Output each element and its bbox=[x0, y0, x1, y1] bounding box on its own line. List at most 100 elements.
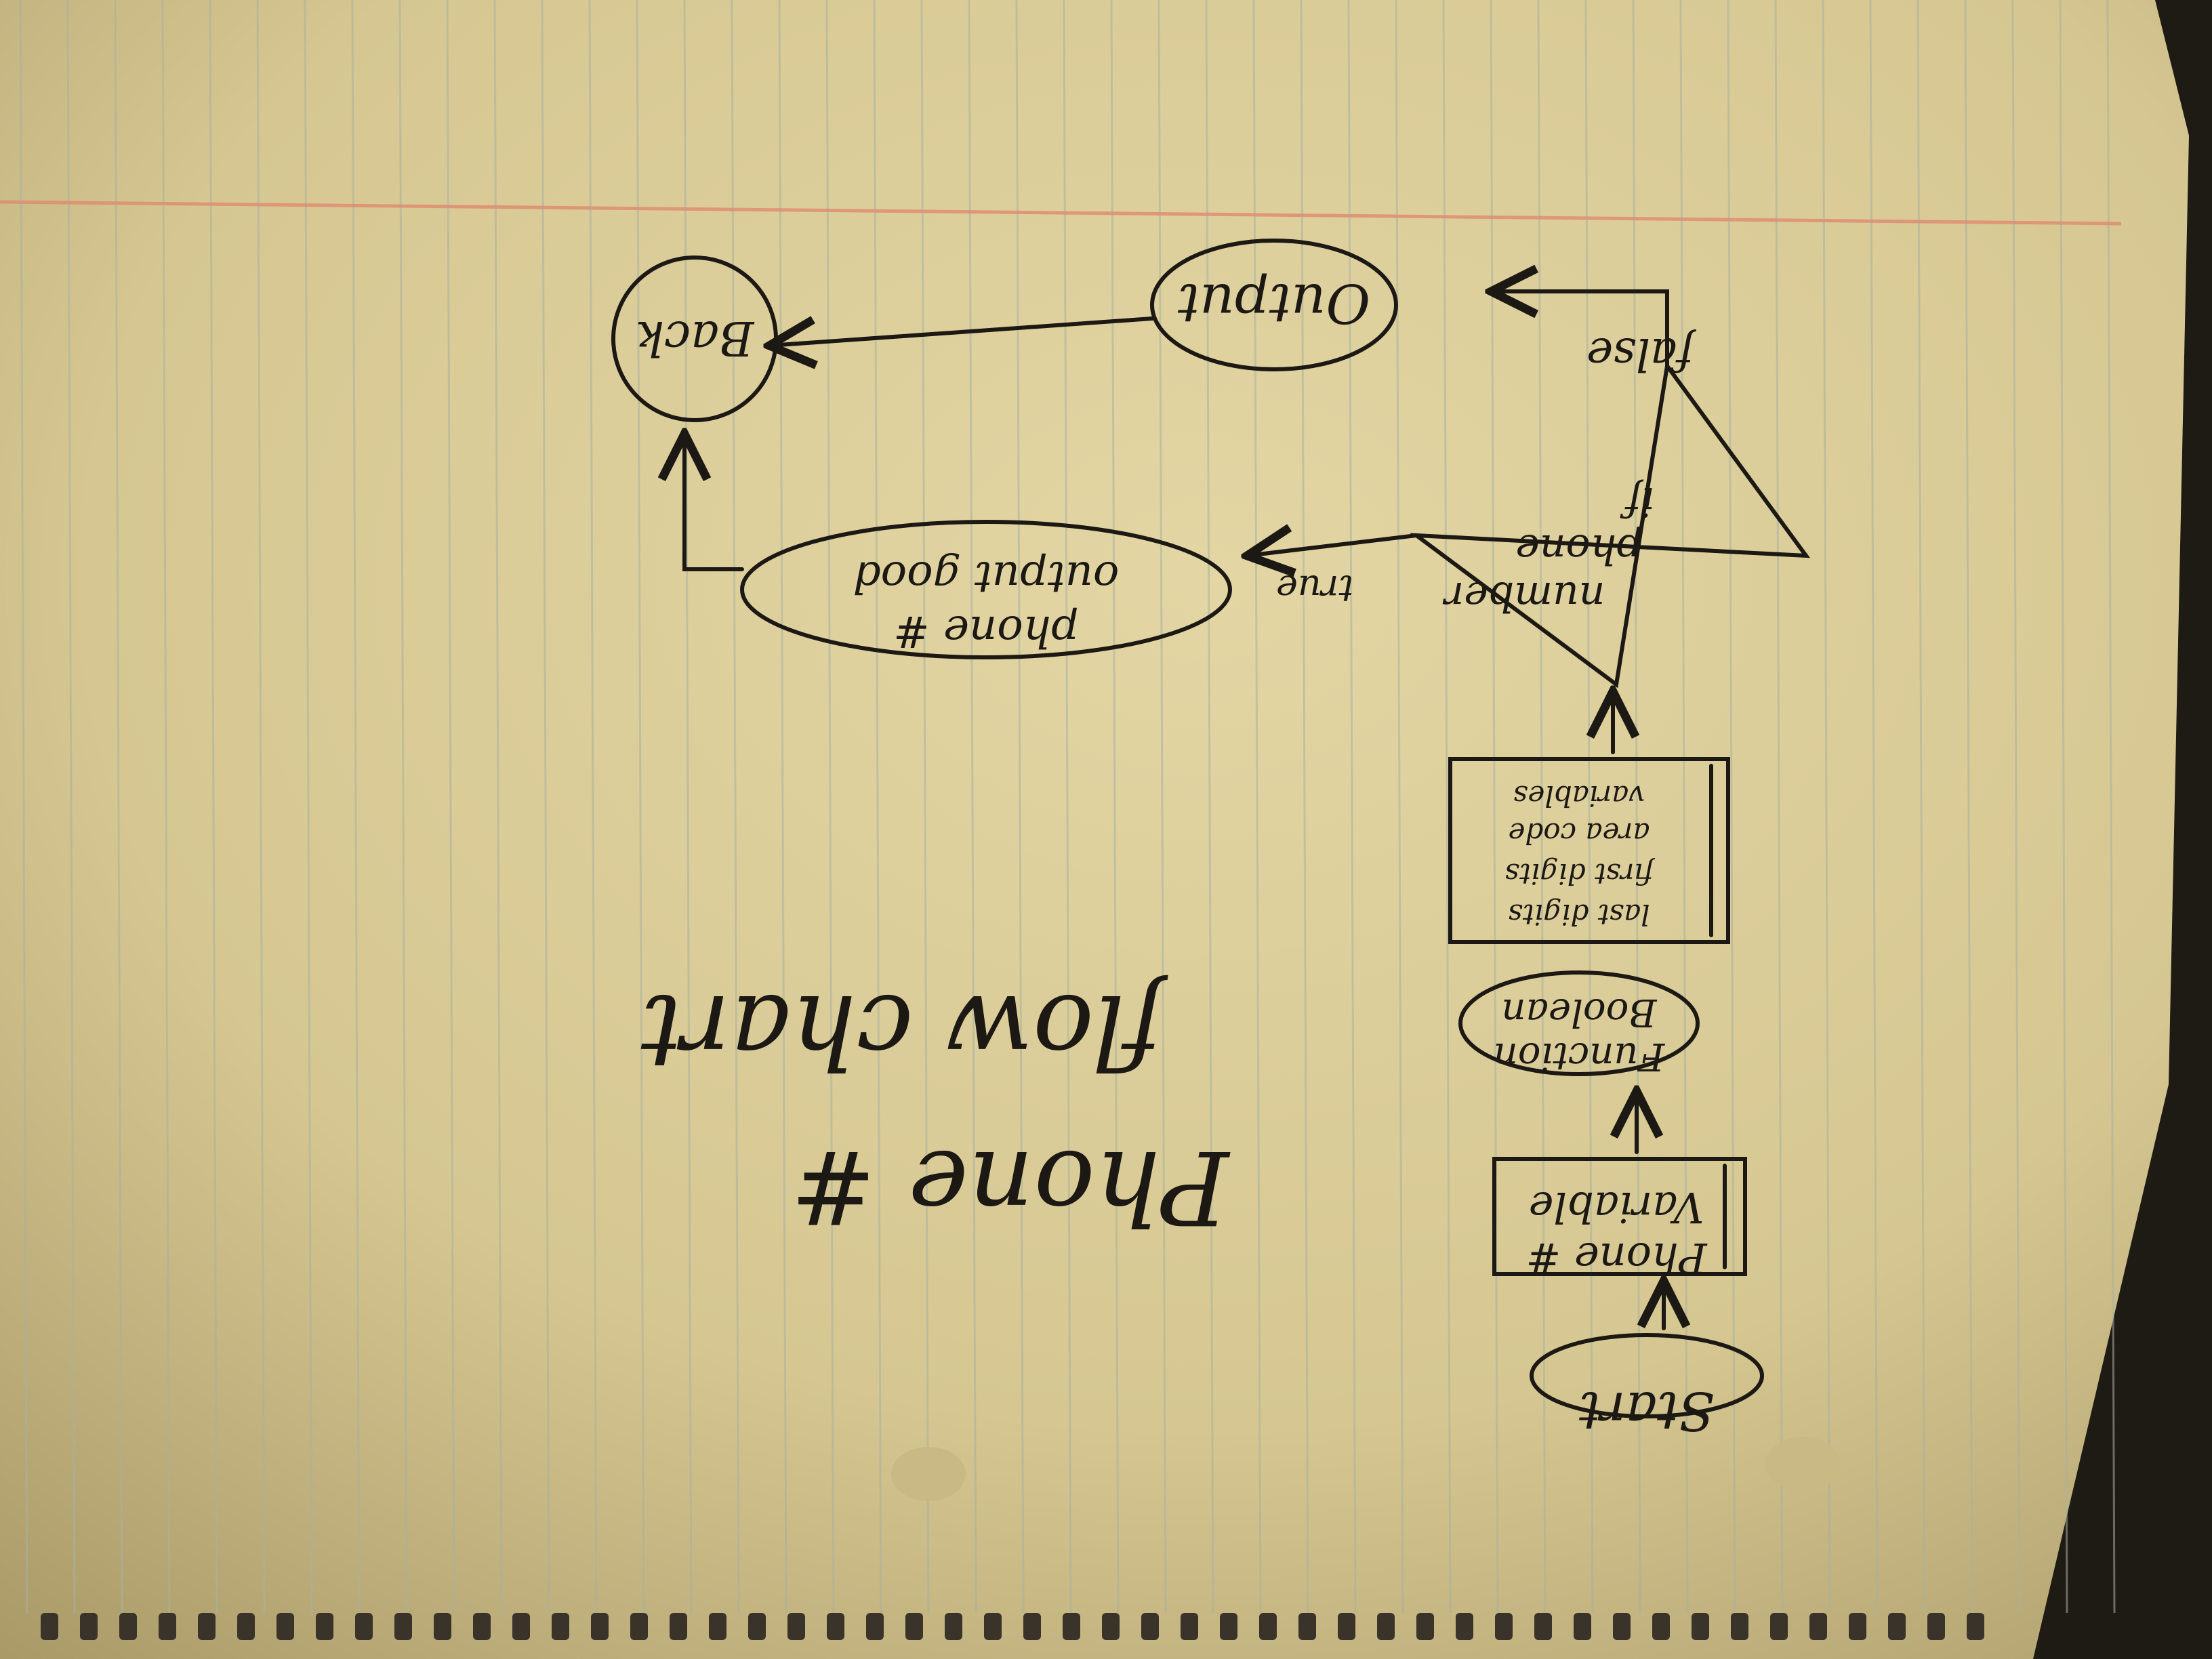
rule-line bbox=[1679, 0, 1689, 1614]
decision-label-2: phone bbox=[1515, 525, 1642, 573]
variable-box-label-1: Variable bbox=[1529, 1183, 1704, 1232]
spiral-hole bbox=[670, 1613, 687, 1640]
rule-line bbox=[1537, 0, 1547, 1614]
rule-line bbox=[1632, 0, 1641, 1614]
rule-line bbox=[66, 0, 76, 1614]
spiral-hole bbox=[512, 1613, 530, 1640]
rule-line bbox=[1063, 0, 1072, 1614]
spiral-hole bbox=[591, 1613, 609, 1640]
title-line-1: Phone # bbox=[791, 1128, 1231, 1246]
variable-box-label-2: Phone # bbox=[1525, 1233, 1707, 1283]
spiral-hole bbox=[198, 1613, 216, 1640]
spiral-hole bbox=[159, 1613, 176, 1640]
spiral-hole bbox=[1259, 1613, 1277, 1640]
variable-box-node bbox=[1492, 1157, 1747, 1276]
decision-node bbox=[1410, 361, 1811, 689]
labels: Start Variable Phone # Boolean Function … bbox=[636, 272, 1715, 1441]
false-label: false bbox=[1586, 328, 1697, 380]
spiral-hole bbox=[276, 1613, 294, 1640]
boolean-function-node bbox=[1458, 970, 1700, 1076]
margin-line bbox=[0, 200, 2122, 226]
rule-line bbox=[493, 0, 503, 1614]
rule-line bbox=[1395, 0, 1404, 1614]
rule-line bbox=[1917, 0, 1926, 1614]
rule-line bbox=[1822, 0, 1831, 1614]
rule-line bbox=[2106, 0, 2116, 1614]
spiral-binding bbox=[41, 1613, 1984, 1640]
spiral-hole bbox=[1849, 1613, 1866, 1640]
spiral-hole bbox=[1888, 1613, 1906, 1640]
output-label: Output bbox=[1177, 272, 1370, 335]
rule-line bbox=[1110, 0, 1120, 1614]
spiral-hole bbox=[80, 1613, 98, 1640]
rule-line bbox=[1252, 0, 1262, 1614]
spiral-hole bbox=[355, 1613, 373, 1640]
rule-line bbox=[1869, 0, 1879, 1614]
spiral-hole bbox=[1102, 1613, 1120, 1640]
rule-line bbox=[446, 0, 455, 1614]
rule-line bbox=[2011, 0, 2021, 1614]
spiral-hole bbox=[434, 1613, 451, 1640]
spiral-hole bbox=[1927, 1613, 1945, 1640]
ruled-lines bbox=[19, 0, 2116, 1614]
spiral-hole bbox=[709, 1613, 726, 1640]
title-line-2: flow chart bbox=[640, 972, 1168, 1090]
rule-line bbox=[1442, 0, 1452, 1614]
rule-line bbox=[19, 0, 28, 1614]
flowchart bbox=[611, 239, 1811, 1418]
spiral-hole bbox=[1534, 1613, 1552, 1640]
spiral-hole bbox=[866, 1613, 884, 1640]
rule-line bbox=[778, 0, 787, 1614]
rule-line bbox=[114, 0, 123, 1614]
start-label: Start bbox=[1578, 1380, 1715, 1441]
boolean-label-2: Function bbox=[1494, 1034, 1666, 1078]
back-label: Back bbox=[636, 310, 756, 366]
spiral-hole bbox=[1495, 1613, 1513, 1640]
rule-line bbox=[1158, 0, 1167, 1614]
spiral-hole bbox=[1220, 1613, 1237, 1640]
spiral-hole bbox=[1416, 1613, 1434, 1640]
spiral-hole bbox=[1652, 1613, 1670, 1640]
edge-true bbox=[1247, 535, 1418, 556]
spiral-hole bbox=[1731, 1613, 1748, 1640]
spiral-hole bbox=[748, 1613, 766, 1640]
spiral-hole bbox=[1063, 1613, 1080, 1640]
spiral-hole bbox=[1574, 1613, 1591, 1640]
spiral-hole bbox=[119, 1613, 137, 1640]
output-good-label-2: phone # bbox=[893, 606, 1079, 656]
rule-line bbox=[351, 0, 361, 1614]
edge-false bbox=[1491, 291, 1669, 368]
rule-line bbox=[161, 0, 171, 1614]
spiral-hole bbox=[1692, 1613, 1709, 1640]
boolean-label-1: Boolean bbox=[1501, 990, 1657, 1034]
spiral-hole bbox=[394, 1613, 412, 1640]
spiral-hole bbox=[237, 1613, 255, 1640]
spiral-hole bbox=[630, 1613, 648, 1640]
variables-label-1: variables bbox=[1513, 779, 1645, 813]
variables-label-4: last digits bbox=[1508, 898, 1650, 931]
spiral-hole bbox=[1770, 1613, 1788, 1640]
spiral-hole bbox=[1141, 1613, 1159, 1640]
output-good-label-1: output good bbox=[853, 552, 1120, 602]
edge-good-back bbox=[684, 434, 744, 571]
rule-line bbox=[1727, 0, 1736, 1614]
spiral-hole bbox=[41, 1613, 58, 1640]
rule-line bbox=[968, 0, 977, 1614]
spiral-hole bbox=[1613, 1613, 1631, 1640]
variables-label-3: first digits bbox=[1505, 857, 1656, 890]
rule-line bbox=[1347, 0, 1357, 1614]
rule-line bbox=[1774, 0, 1784, 1614]
variables-label-2: area code bbox=[1509, 817, 1650, 850]
rule-line bbox=[256, 0, 266, 1614]
output-good-node bbox=[740, 520, 1232, 659]
rule-line bbox=[920, 0, 930, 1614]
spiral-hole bbox=[787, 1613, 805, 1640]
spiral-hole bbox=[827, 1613, 844, 1640]
start-node bbox=[1530, 1333, 1764, 1418]
rule-line bbox=[398, 0, 408, 1614]
edge-output-back bbox=[769, 319, 1154, 346]
rule-line bbox=[209, 0, 218, 1614]
rule-line bbox=[1300, 0, 1309, 1614]
